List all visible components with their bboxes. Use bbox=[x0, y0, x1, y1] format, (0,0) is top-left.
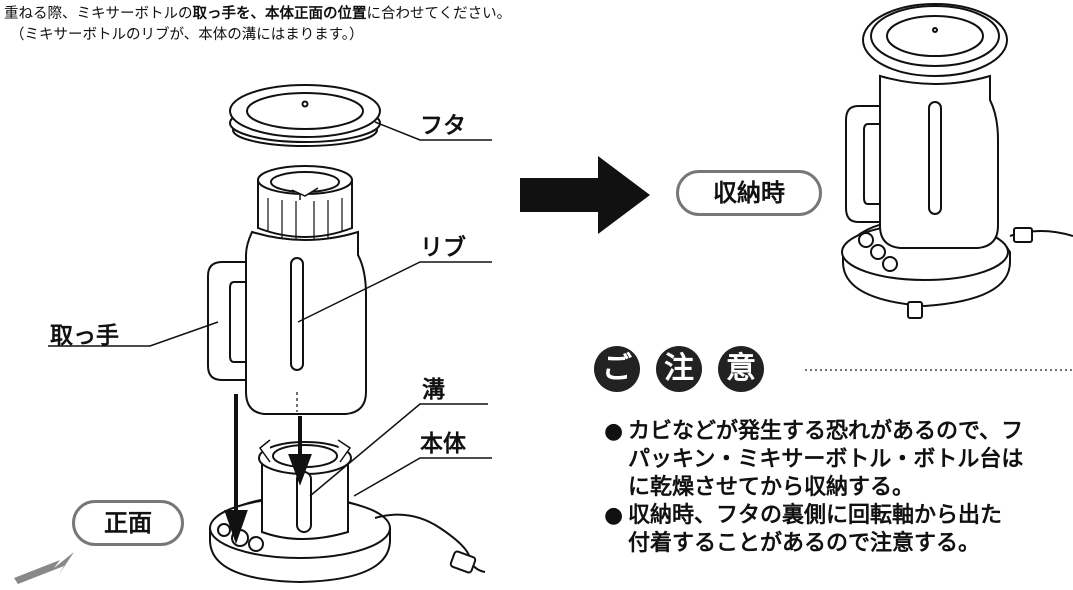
caution-char-3: 意 bbox=[718, 346, 764, 392]
mixer-bottle bbox=[207, 230, 367, 415]
lid-illustration bbox=[229, 84, 381, 147]
intro-line-1c: に合わせてください。 bbox=[366, 6, 512, 22]
base-unit bbox=[209, 439, 486, 584]
caution-item-1-line-2: パッキン・ミキサーボトル・ボトル台は bbox=[628, 447, 1024, 472]
intro-line-1: 重ねる際、ミキサーボトルの取っ手を、本体正面の位置に合わせてください。 bbox=[4, 4, 511, 25]
caution-item-2-line-2: 付着することがあるので注意する。 bbox=[628, 531, 981, 556]
stored-mixer-illustration bbox=[841, 3, 1073, 319]
intro-line-2: （ミキサーボトルのリブが、本体の溝にはまります。） bbox=[10, 27, 364, 43]
intro-line-1-emphasis: 取っ手を、本体正面の位置 bbox=[192, 6, 367, 22]
leader-lines bbox=[48, 121, 492, 497]
label-lid: フタ bbox=[420, 113, 466, 139]
caution-char-1: ご bbox=[594, 346, 640, 392]
storage-pill: 収納時 bbox=[676, 170, 822, 216]
front-pill: 正面 bbox=[72, 500, 184, 546]
down-arrow-handle-head bbox=[224, 510, 248, 545]
caution-item-2-line-1: 収納時、フタの裏側に回転軸から出た bbox=[628, 503, 1003, 528]
bottle-top-ring bbox=[257, 165, 353, 240]
intro-text: 重ねる際、ミキサーボトルの取っ手を、本体正面の位置に合わせてください。 （ミキサ… bbox=[4, 4, 511, 46]
label-groove: 溝 bbox=[422, 377, 445, 403]
caution-notes: ● カビなどが発生する恐れがあるので、フ パッキン・ミキサーボトル・ボトル台は … bbox=[604, 418, 1023, 558]
label-handle: 取っ手 bbox=[50, 323, 119, 349]
label-rib: リブ bbox=[420, 235, 466, 261]
intro-line-1a: 重ねる際、ミキサーボトルの bbox=[4, 6, 193, 22]
down-arrow-rib-head bbox=[288, 454, 312, 486]
front-arrow-icon bbox=[14, 552, 74, 584]
right-arrow-icon bbox=[520, 156, 650, 234]
bullet-icon: ● bbox=[604, 419, 624, 444]
label-body: 本体 bbox=[420, 431, 466, 457]
bullet-icon: ● bbox=[604, 503, 624, 528]
caution-char-2: 注 bbox=[656, 346, 702, 392]
caution-item-2: ● 収納時、フタの裏側に回転軸から出た 付着することがあるので注意する。 bbox=[604, 502, 1023, 558]
caution-item-1-line-1: カビなどが発生する恐れがあるので、フ bbox=[628, 419, 1024, 444]
caution-item-1: ● カビなどが発生する恐れがあるので、フ パッキン・ミキサーボトル・ボトル台は … bbox=[604, 418, 1023, 502]
caution-item-1-line-3: に乾燥させてから収納する。 bbox=[628, 475, 915, 500]
